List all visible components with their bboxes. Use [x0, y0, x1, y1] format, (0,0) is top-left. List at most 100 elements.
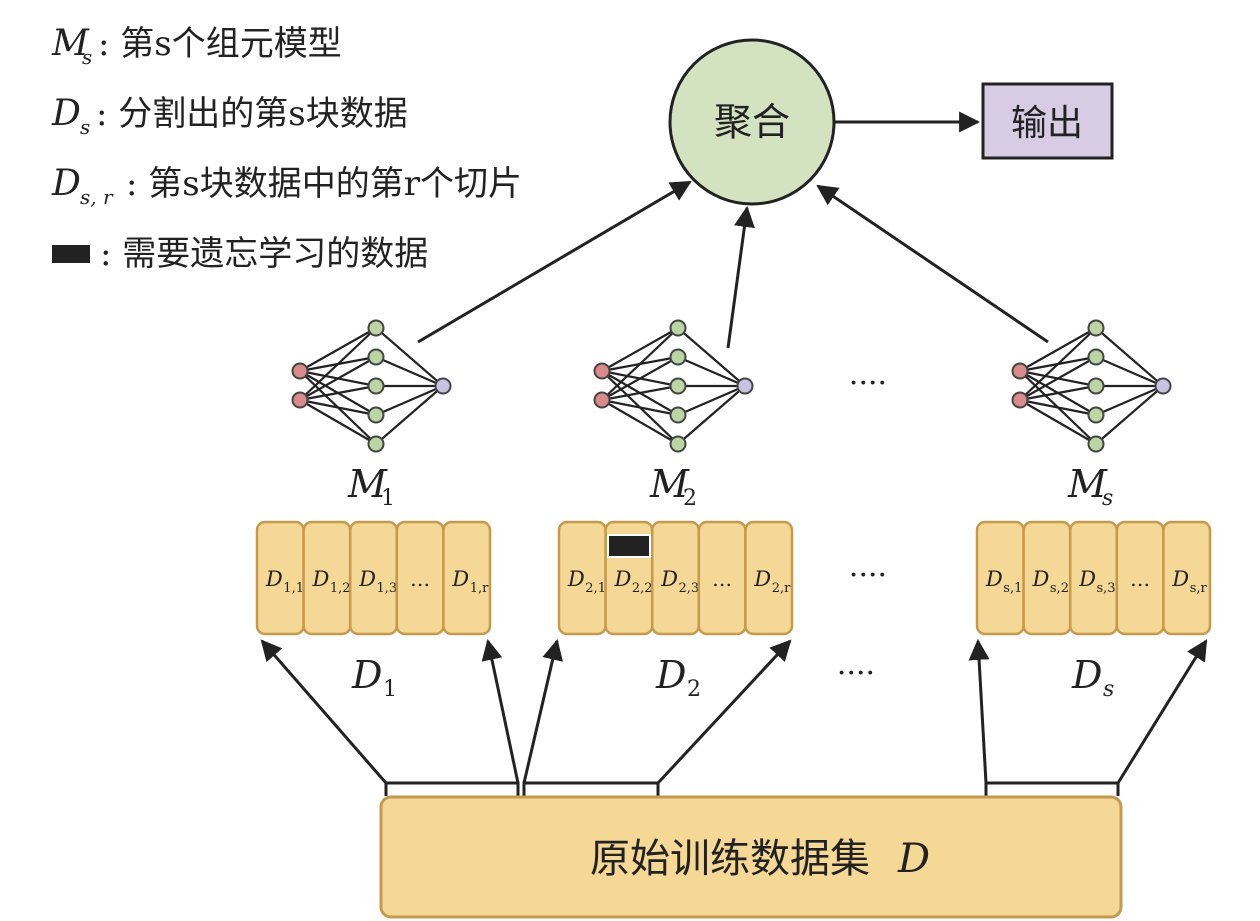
slice-subscript: 2,2 — [632, 581, 653, 596]
slice-subscript: s,1 — [1003, 581, 1022, 596]
nn-edge — [601, 327, 679, 372]
slice-symbol: D — [613, 567, 631, 591]
nn-edge — [1095, 355, 1164, 388]
nn-edge — [601, 327, 679, 401]
nn-edge — [601, 384, 679, 402]
nn-edge — [375, 355, 444, 388]
model-1-symbol: M — [347, 462, 388, 506]
block-label-1: D 1 — [351, 653, 397, 702]
model-s-subscript: s — [1102, 486, 1113, 511]
model-label-2: M 2 — [649, 462, 697, 511]
arrow-to-d2-left — [522, 638, 563, 784]
legend-model: M s : 第s个组元模型 — [51, 23, 342, 69]
bracket-1 — [384, 781, 520, 796]
legend: M s : 第s个组元模型 D s : 分割出的第s块数据 D s, r : 第… — [51, 23, 522, 274]
arrow-to-d1-right — [481, 638, 520, 784]
bracket-2 — [522, 781, 660, 796]
slice-subscript: 1,3 — [377, 581, 398, 596]
nn-edge — [299, 327, 377, 372]
nn-edge — [375, 384, 444, 417]
legend-model-subscript: s — [82, 45, 92, 69]
legend-slice: D s, r : 第s块数据中的第r个切片 — [51, 163, 522, 209]
nn-edge — [1019, 356, 1097, 401]
labels-ellipsis: ···· — [837, 656, 875, 691]
block-s-subscript: s — [1103, 677, 1114, 702]
nn-hidden-node — [669, 319, 687, 337]
nn-hidden-node — [1087, 377, 1105, 395]
legend-block-subscript: s — [80, 115, 90, 139]
nn-edge — [1095, 384, 1164, 417]
block-s-symbol: D — [1071, 653, 1102, 697]
slice-subscript: 1,1 — [283, 581, 304, 596]
nn-edge — [677, 384, 746, 417]
nn-edge — [601, 399, 679, 445]
nn-hidden-node — [669, 406, 687, 424]
block-1-subscript: 1 — [383, 677, 397, 702]
nn-edge — [299, 398, 377, 417]
forget-marker-icon — [52, 245, 90, 263]
slice-ellipsis: … — [712, 567, 732, 591]
dataset-rect — [379, 795, 1123, 919]
legend-block: D s : 分割出的第s块数据 — [51, 93, 408, 139]
nn-edge — [677, 355, 746, 388]
output-label: 输出 — [1011, 103, 1083, 144]
blocks-ellipsis: ···· — [849, 558, 887, 593]
nn-edge — [1095, 327, 1164, 387]
model-1-to-aggregate-arrow — [417, 180, 692, 344]
nn-hidden-node — [669, 377, 687, 395]
dataset-symbol: D — [897, 836, 930, 882]
nn-edge — [1019, 384, 1097, 402]
nn-hidden-node — [669, 435, 687, 453]
data-slice — [744, 520, 794, 636]
slice-subscript: 2,r — [772, 581, 791, 596]
slice-ellipsis: … — [1130, 567, 1150, 591]
legend-slice-symbol: D — [51, 163, 81, 204]
slice-symbol: D — [1078, 567, 1096, 591]
nn-output-node — [1154, 377, 1172, 395]
nn-hidden-node — [367, 435, 385, 453]
nn-input-node — [291, 362, 309, 380]
legend-model-symbol: M — [51, 23, 90, 64]
nn-hidden-node — [1087, 435, 1105, 453]
nn-edge — [299, 399, 377, 445]
slice-symbol: D — [1031, 567, 1049, 591]
slice-subscript: s,r — [1190, 581, 1208, 596]
slice-symbol: D — [660, 567, 678, 591]
nn-hidden-node — [669, 348, 687, 366]
nn-edge — [299, 356, 377, 401]
slice-subscript: 2,1 — [585, 581, 606, 596]
slice-symbol: D — [567, 567, 585, 591]
nn-edge — [375, 385, 444, 445]
slice-subscript: 2,3 — [679, 581, 700, 596]
neural-network-icon — [291, 319, 452, 453]
nn-hidden-node — [367, 377, 385, 395]
nn-input-node — [593, 391, 611, 409]
block-label-s: D s — [1071, 653, 1114, 702]
model-label-s: M s — [1067, 462, 1113, 511]
slice-symbol: D — [265, 567, 283, 591]
slice-symbol: D — [311, 567, 329, 591]
nn-hidden-node — [1087, 348, 1105, 366]
nn-hidden-node — [367, 406, 385, 424]
nn-edge — [1095, 385, 1164, 445]
aggregate-label: 聚合 — [714, 100, 790, 144]
nn-input-node — [1011, 362, 1029, 380]
nn-edge — [677, 385, 746, 445]
legend-forget-text: : 需要遗忘学习的数据 — [100, 234, 428, 274]
nn-hidden-node — [1087, 319, 1105, 337]
legend-model-text: : 第s个组元模型 — [98, 24, 342, 64]
nn-edge — [1019, 399, 1097, 445]
nn-edge — [375, 327, 444, 387]
model-s-symbol: M — [1067, 462, 1108, 506]
nn-edge — [299, 384, 377, 402]
models-group — [291, 319, 1172, 453]
output-box — [981, 82, 1114, 160]
arrow-to-d1-left — [260, 639, 388, 784]
nn-input-node — [291, 391, 309, 409]
slice-subscript: 1,r — [470, 581, 489, 596]
arrow-to-ds-left — [968, 638, 990, 784]
model-2-to-aggregate-arrow — [726, 205, 755, 349]
aggregate-node: 聚合 — [668, 38, 836, 206]
